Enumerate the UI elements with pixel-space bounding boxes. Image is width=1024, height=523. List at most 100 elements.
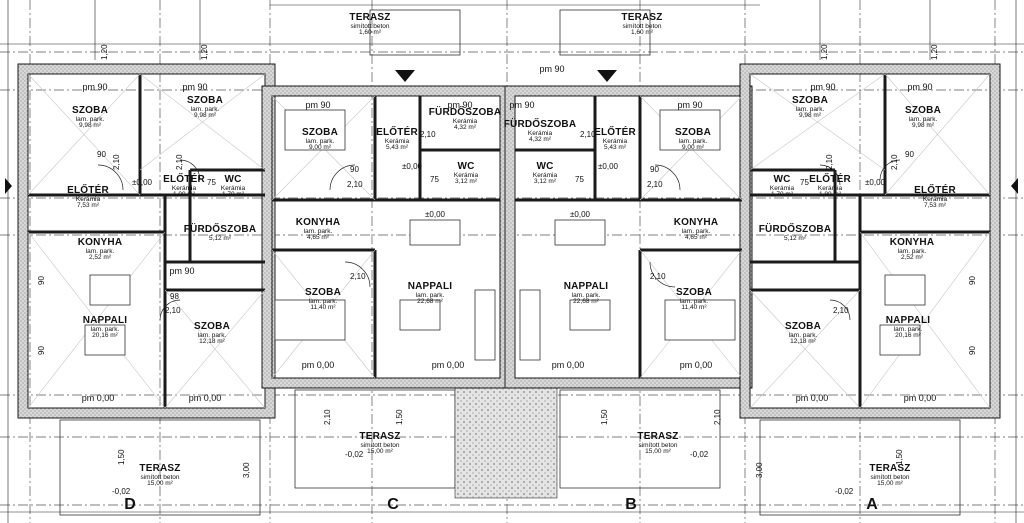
level-mark: -0,02 [835,487,854,496]
dimension-text: 2,10 [420,130,436,139]
window-label: pm 90 [677,100,703,110]
dimension-text: 75 [430,175,439,184]
window-label: pm 0,00 [188,393,222,403]
window-label: pm 0,00 [903,393,937,403]
window-label: pm 90 [82,82,108,92]
dimension-text-vertical: 1,20 [100,44,109,60]
level-mark: ±0,00 [425,210,445,219]
level-mark: -0,02 [345,450,364,459]
door-swings [97,159,901,321]
dimension-text: 2,10 [347,180,363,189]
level-mark: ±0,00 [570,210,590,219]
window-label: pm 90 [907,82,933,92]
level-mark: ±0,00 [132,178,152,187]
dimension-text-vertical: 2,10 [175,154,184,170]
unit-label-b: B [625,496,637,513]
furniture [84,109,926,361]
level-mark: -0,02 [112,487,131,496]
dimension-text-vertical: 1,50 [395,409,404,425]
dimension-text: 90 [905,150,914,159]
level-mark: ±0,00 [402,162,422,171]
window-label: pm 0,00 [431,360,465,370]
window-label: pm 90 [509,100,535,110]
window-label: pm 90 [447,100,473,110]
window-label: pm 0,00 [81,393,115,403]
dimension-text-vertical: 1,20 [930,44,939,60]
dimension-text-vertical: 90 [37,346,46,355]
dimension-text: 2,10 [647,180,663,189]
gravel-strip [454,387,558,499]
level-mark: ±0,00 [598,162,618,171]
interior-walls [28,74,990,408]
dimension-text: 2,10 [650,272,666,281]
dimension-text-vertical: 2,10 [825,154,834,170]
level-mark: -0,02 [690,450,709,459]
window-label: pm 0,00 [551,360,585,370]
dimension-text: 75 [800,178,809,187]
entrance-arrows [5,70,1018,194]
dimension-text: 98 [170,292,179,301]
level-mark: ±0,00 [865,178,885,187]
dimension-text: 2,10 [350,272,366,281]
dimension-text: 2,10 [580,130,596,139]
window-label: pm 90 [305,100,331,110]
dimension-text: 75 [207,178,216,187]
dimension-text: 75 [575,175,584,184]
window-label: pm 90 [810,82,836,92]
unit-label-d: D [124,496,136,513]
window-label: pm 0,00 [679,360,713,370]
dimension-text-vertical: 2,10 [323,409,332,425]
window-label: pm 0,00 [795,393,829,403]
dimension-text-vertical: 3,00 [755,462,764,478]
dimension-text-vertical: 1,20 [200,44,209,60]
dimension-text-vertical: 1,50 [895,449,904,465]
dimension-text-vertical: 2,10 [890,154,899,170]
window-label: pm 0,00 [301,360,335,370]
terrace-outlines [59,9,961,516]
window-label: pm 90 [539,64,565,74]
dimension-text: 90 [650,165,659,174]
window-label: pm 90 [182,82,208,92]
window-label: pm 90 [169,266,195,276]
dimension-text: 90 [97,150,106,159]
dimension-text-vertical: 1,50 [600,409,609,425]
dimension-text-vertical: 90 [968,276,977,285]
dimension-text-vertical: 1,50 [117,449,126,465]
